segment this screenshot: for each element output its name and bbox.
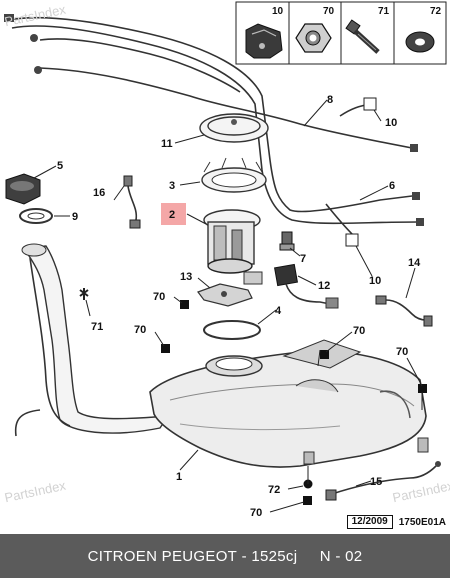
header-part-num[interactable]: 71 bbox=[378, 6, 390, 17]
part-4-seal[interactable] bbox=[203, 320, 261, 340]
callout-11[interactable]: 11 bbox=[161, 138, 173, 150]
part-5-filler-cap[interactable] bbox=[5, 173, 41, 205]
callout-4[interactable]: 4 bbox=[275, 305, 282, 317]
filler-neck-pipe[interactable] bbox=[14, 243, 170, 437]
callout-3[interactable]: 3 bbox=[169, 180, 175, 192]
header-part-num[interactable]: 10 bbox=[272, 6, 284, 17]
callout-70[interactable]: 70 bbox=[353, 325, 365, 337]
part-10-clip[interactable] bbox=[363, 97, 377, 111]
footer-position: N - 02 bbox=[319, 547, 363, 565]
part-14-harness[interactable] bbox=[375, 295, 433, 327]
callout-9[interactable]: 9 bbox=[72, 211, 78, 223]
diagram-reference: 12/2009 1750E01A bbox=[346, 515, 446, 529]
callout-70[interactable]: 70 bbox=[134, 324, 146, 336]
exploded-parts-diagram: 10 70 71 72 bbox=[4, 1, 447, 519]
callout-16[interactable]: 16 bbox=[93, 187, 105, 199]
footer-bar: CITROEN PEUGEOT - 1525cj N - 02 bbox=[0, 534, 450, 578]
callout-5[interactable]: 5 bbox=[57, 160, 63, 172]
callout-1[interactable]: 1 bbox=[176, 471, 182, 483]
callout-12[interactable]: 12 bbox=[318, 280, 330, 292]
callout-70[interactable]: 70 bbox=[153, 291, 165, 303]
part-10-clip[interactable] bbox=[345, 233, 359, 247]
part-15-fuel-line[interactable] bbox=[325, 461, 441, 501]
header-part-num[interactable]: 70 bbox=[323, 6, 335, 17]
callout-numbers: 11 3 2 13 4 5 9 8 6 10 10 7 12 16 14 1 7… bbox=[57, 94, 421, 519]
part-13-sender-plate[interactable] bbox=[197, 283, 253, 307]
callout-72[interactable]: 72 bbox=[268, 484, 280, 496]
callout-2[interactable]: 2 bbox=[169, 209, 175, 221]
callout-13[interactable]: 13 bbox=[180, 271, 192, 283]
callout-70[interactable]: 70 bbox=[396, 346, 408, 358]
part-9-filler-seal[interactable] bbox=[19, 208, 53, 224]
part-12-sensor[interactable] bbox=[274, 263, 339, 309]
part-2-fuel-pump[interactable] bbox=[203, 209, 263, 285]
callout-71[interactable]: 71 bbox=[91, 321, 103, 333]
footer-brand: CITROEN PEUGEOT bbox=[87, 547, 238, 565]
bolt-icon bbox=[345, 19, 380, 54]
part-71-bolt[interactable] bbox=[79, 288, 89, 300]
callout-14[interactable]: 14 bbox=[408, 257, 421, 269]
callout-15[interactable]: 15 bbox=[370, 476, 382, 488]
part-16-harness[interactable] bbox=[123, 175, 141, 229]
part-3-gasket[interactable] bbox=[201, 157, 267, 193]
clip-icon bbox=[245, 23, 283, 59]
fuel-lines-top bbox=[4, 14, 424, 237]
callout-6[interactable]: 6 bbox=[389, 180, 395, 192]
footer-gap bbox=[297, 548, 319, 565]
leader-lines bbox=[33, 99, 423, 513]
nut-icon bbox=[295, 23, 332, 53]
footer-part-number: 1525cj bbox=[251, 547, 298, 565]
callout-70[interactable]: 70 bbox=[250, 507, 262, 519]
callout-10[interactable]: 10 bbox=[385, 117, 397, 129]
part-11-lock-ring[interactable] bbox=[199, 113, 269, 143]
callout-10[interactable]: 10 bbox=[369, 275, 381, 287]
washer-icon bbox=[405, 31, 435, 53]
part-7-connector[interactable] bbox=[279, 231, 295, 251]
callout-2-highlight bbox=[161, 203, 186, 225]
footer-separator: - bbox=[237, 547, 252, 565]
part-1-fuel-tank[interactable] bbox=[149, 339, 429, 468]
reference-date: 12/2009 bbox=[346, 515, 393, 529]
header-part-num[interactable]: 72 bbox=[430, 6, 442, 17]
callout-7[interactable]: 7 bbox=[300, 253, 306, 265]
callout-8[interactable]: 8 bbox=[327, 94, 333, 106]
header-parts-strip: 10 70 71 72 bbox=[235, 1, 447, 65]
reference-code: 1750E01A bbox=[398, 516, 446, 528]
